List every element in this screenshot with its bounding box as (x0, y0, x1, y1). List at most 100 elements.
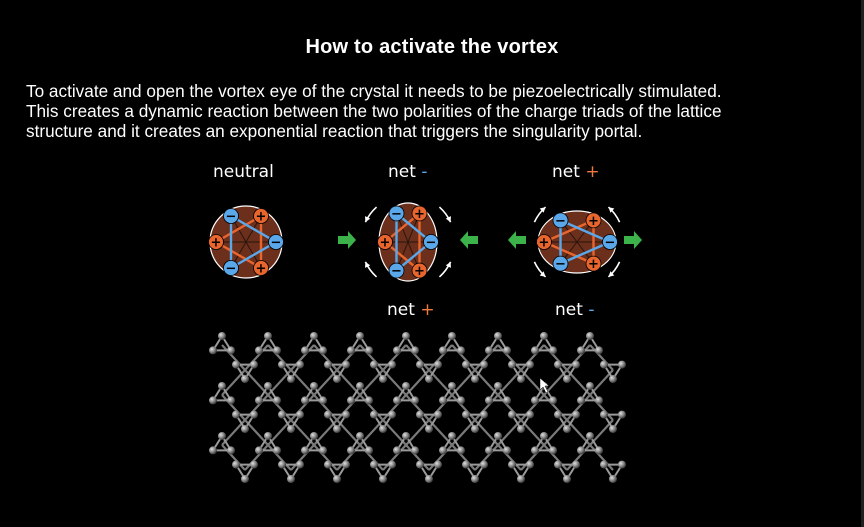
lattice-atom (255, 396, 263, 405)
lattice-atom (517, 475, 525, 483)
rotation-arrows-compressed (364, 206, 452, 278)
lattice-atom (457, 346, 465, 355)
lattice-atom (273, 346, 281, 355)
lattice-triad (418, 413, 440, 431)
lattice-atom (439, 396, 447, 405)
lattice-atom (494, 332, 502, 340)
lattice-atom (485, 446, 493, 455)
positive-sign: + (211, 236, 222, 251)
positive-sign: + (256, 261, 267, 276)
lattice-atom (232, 410, 240, 419)
lattice-atom (379, 425, 387, 433)
lattice-atom (255, 446, 263, 455)
lattice-atom (241, 425, 249, 433)
negative-sign: − (226, 261, 237, 276)
positive-triangle (541, 218, 595, 266)
lattice-triad (602, 363, 624, 381)
lattice-atom (209, 446, 217, 455)
negative-charge (388, 205, 405, 222)
lattice-atom (600, 360, 608, 369)
lattice-atom (595, 396, 603, 405)
lattice-triad (441, 334, 463, 352)
lattice-bond (267, 444, 292, 471)
lattice-atom (448, 382, 456, 390)
lattice-atom (264, 432, 272, 440)
lattice-atom (310, 382, 318, 390)
lattice-bond (290, 394, 315, 421)
lattice-atom (508, 410, 516, 419)
lattice-bond (313, 444, 338, 471)
lattice-triad (372, 463, 394, 481)
rotation-arrowhead-icon (608, 207, 615, 213)
lattice-bond (221, 394, 246, 421)
slide-title: How to activate the vortex (305, 36, 559, 58)
plus-sign: + (585, 162, 600, 182)
lattice-bond (359, 344, 384, 371)
lattice-atom (209, 346, 217, 355)
lattice-atom (480, 410, 488, 419)
lattice-atom (301, 446, 309, 455)
rotation-arrowhead-icon (539, 207, 546, 213)
lattice-atom (586, 382, 594, 390)
triad-neutral: +−+−+− (208, 205, 284, 279)
rotation-arrowhead-icon (608, 271, 615, 277)
lattice-bond (566, 394, 591, 421)
lattice-triad (556, 463, 578, 481)
lattice-triad (349, 334, 371, 352)
lattice-atom (563, 375, 571, 383)
lattice-bond (382, 444, 407, 471)
lattice-atom (227, 396, 235, 405)
lattice-triad (257, 334, 279, 352)
lattice-bond (543, 344, 568, 371)
lattice-atom (370, 410, 378, 419)
lattice-triad (303, 384, 325, 402)
lattice-atom (425, 375, 433, 383)
lattice-triad (395, 334, 417, 352)
lattice-atom (480, 460, 488, 469)
body-line-3: structure and it creates an exponential … (26, 121, 643, 141)
lattice-atom (218, 382, 226, 390)
lattice-atom (480, 360, 488, 369)
lattice-atom (462, 360, 470, 369)
negative-charge (388, 262, 405, 279)
lattice-bond (221, 344, 246, 371)
rotation-arrows-stretched (533, 206, 621, 278)
lattice-atom (618, 360, 626, 369)
lattice-bond (474, 344, 499, 371)
lattice-bond (520, 344, 545, 371)
lattice-atom (494, 382, 502, 390)
slide-body: To activate and open the vortex eye of t… (26, 81, 846, 141)
lattice-atom (531, 396, 539, 405)
lattice-atom (356, 382, 364, 390)
positive-triangle (213, 213, 263, 271)
lattice-atom (462, 410, 470, 419)
lattice-triad (234, 413, 256, 431)
lattice-atom (370, 360, 378, 369)
lattice-bond (336, 444, 361, 471)
lattice-atom (411, 346, 419, 355)
lattice-bond (566, 444, 591, 471)
lattice-bond (589, 394, 614, 421)
positive-sign: + (588, 214, 599, 229)
lattice-atom (457, 446, 465, 455)
lattice-bond (290, 344, 315, 371)
lattice-atom (273, 446, 281, 455)
positive-charge (208, 234, 224, 250)
lattice-atom (586, 432, 594, 440)
lattice-triad (533, 334, 555, 352)
lattice-atom (416, 410, 424, 419)
lattice-atom (572, 360, 580, 369)
lattice-atom (402, 432, 410, 440)
lattice-atom (296, 410, 304, 419)
net-word: net (552, 162, 580, 182)
lattice-atom (310, 432, 318, 440)
arrow-left-icon (460, 231, 478, 249)
lattice-atom (600, 410, 608, 419)
lattice-atom (342, 410, 350, 419)
lattice-triad (533, 384, 555, 402)
lattice-triad (280, 363, 302, 381)
lattice-atom (218, 432, 226, 440)
lattice-atom (356, 432, 364, 440)
lattice-bond (313, 394, 338, 421)
lattice-atom (287, 425, 295, 433)
